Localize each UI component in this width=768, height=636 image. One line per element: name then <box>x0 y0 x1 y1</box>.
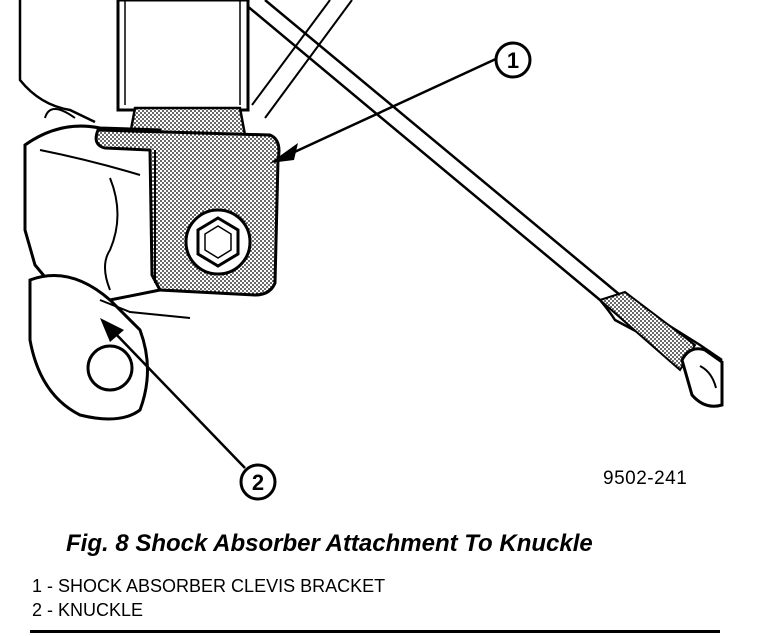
callout-1-number: 1 <box>507 48 519 73</box>
legend: 1 - SHOCK ABSORBER CLEVIS BRACKET 2 - KN… <box>32 574 385 622</box>
rod-end <box>680 347 724 408</box>
figure-code: 9502-241 <box>603 468 688 489</box>
legend-item-1: 1 - SHOCK ABSORBER CLEVIS BRACKET <box>32 576 386 596</box>
callout-2-number: 2 <box>252 470 264 495</box>
shock-absorber-diagram: 1 2 <box>18 0 724 501</box>
callout-2-circle <box>239 463 277 501</box>
callout-1: 1 <box>270 41 532 163</box>
rod-boot <box>598 290 697 372</box>
knuckle <box>18 0 191 421</box>
bottom-rule <box>30 630 720 633</box>
callout-2: 2 <box>100 318 277 501</box>
legend-item-2: 2 - KNUCKLE <box>32 600 144 620</box>
callout-1-circle <box>494 41 532 79</box>
bracket-bolt <box>184 208 252 276</box>
figure-caption: Fig. 8 Shock Absorber Attachment To Knuc… <box>66 530 593 557</box>
shock-absorber-body <box>116 0 250 112</box>
